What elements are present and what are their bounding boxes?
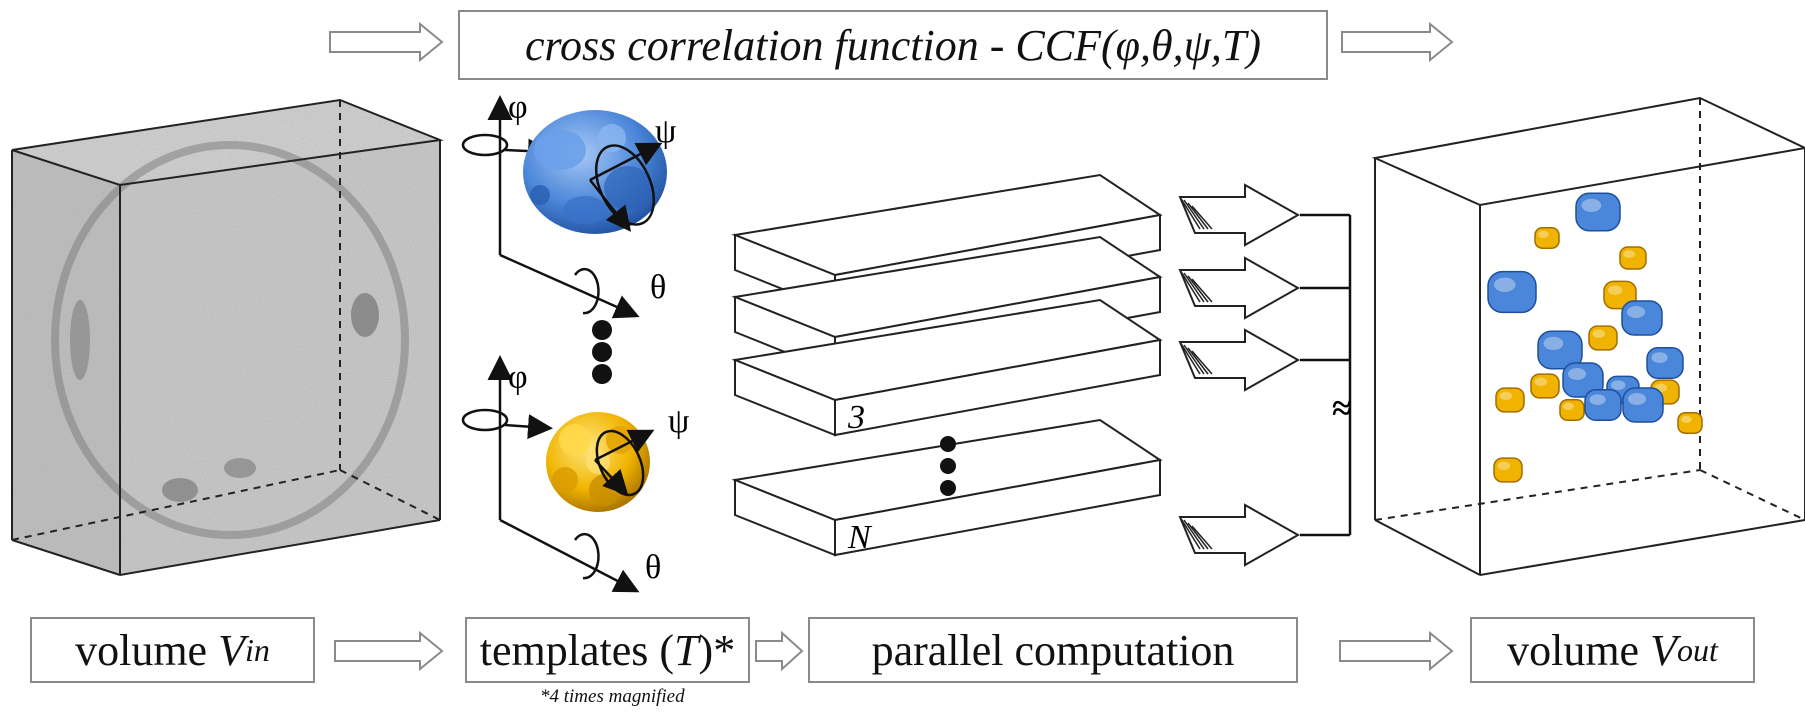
ccf-box: cross correlation function - CCF(φ,θ,ψ,T… [458,10,1328,80]
volume-in-text: volume [75,625,219,675]
templates-pre: templates ( [479,625,675,675]
volume-out-box: volume V out [1470,617,1755,683]
detected-particles [1487,192,1703,483]
gold-particle-icon [1493,457,1523,483]
gold-particle-icon [1588,325,1618,351]
volume-out-sub: out [1676,631,1718,668]
zigzag-arrow-icon [1178,183,1301,247]
zigzag-arrow-icon [1178,503,1301,567]
hollow-arrow-icon [1341,21,1454,63]
blue-particle-icon [1622,387,1664,423]
template-axes-2 [461,355,640,593]
theta-label: θ [650,269,666,306]
blue-particle-icon [1621,300,1663,336]
blue-particle-icon [1584,388,1622,422]
approx-symbol: ≈ [1332,388,1352,428]
blue-particle-icon [1646,346,1684,380]
gold-particle-icon [1559,399,1585,421]
templates-box: templates ( T )* [465,617,750,683]
template-axes-1 [461,95,640,319]
volume-in-var: V [218,625,245,675]
gold-particle-icon [1677,412,1703,434]
parallel-label: parallel computation [871,625,1235,675]
blue-particle-icon [1562,362,1604,398]
theta-label: θ [645,549,661,586]
ellipsis-dots-icon [940,436,956,496]
blue-particle-icon [1575,192,1621,232]
gold-particle-icon [1495,387,1525,413]
volume-in-box: volume V in [30,617,315,683]
parallel-box: parallel computation [808,617,1298,683]
templates-post: )* [698,625,736,675]
templates-var: T [674,625,699,675]
psi-label: ψ [655,113,676,150]
zigzag-arrow-icon [1178,256,1301,320]
slab-3: 3 [731,298,1163,437]
zigzag-arrows [1178,183,1301,567]
psi-label: ψ [668,403,689,440]
output-volume-box [1371,96,1805,576]
volume-in-sub: in [244,631,270,668]
slab-label: N [847,519,873,556]
ccf-label: cross correlation function - CCF(φ,θ,ψ,T… [524,20,1262,70]
gold-particle-icon [1534,227,1560,249]
magnified-footnote: *4 times magnified [540,686,685,707]
ellipsis-dots-icon [592,320,612,384]
blue-particle-icon [1487,270,1537,314]
blue-particle-icon [1537,330,1583,370]
input-volume-box [11,98,444,576]
volume-out-text: volume [1507,625,1651,675]
phi-label: φ [508,89,528,126]
slab-stack: 123N [731,173,1163,557]
zigzag-arrow-icon [1178,328,1301,392]
bracket [1300,213,1352,537]
volume-out-var: V [1650,625,1677,675]
phi-label: φ [508,359,528,396]
slab-label: 3 [847,399,865,436]
gold-particle-icon [1619,246,1647,270]
hollow-arrow-icon [329,21,444,63]
gold-particle-icon [1530,373,1560,399]
